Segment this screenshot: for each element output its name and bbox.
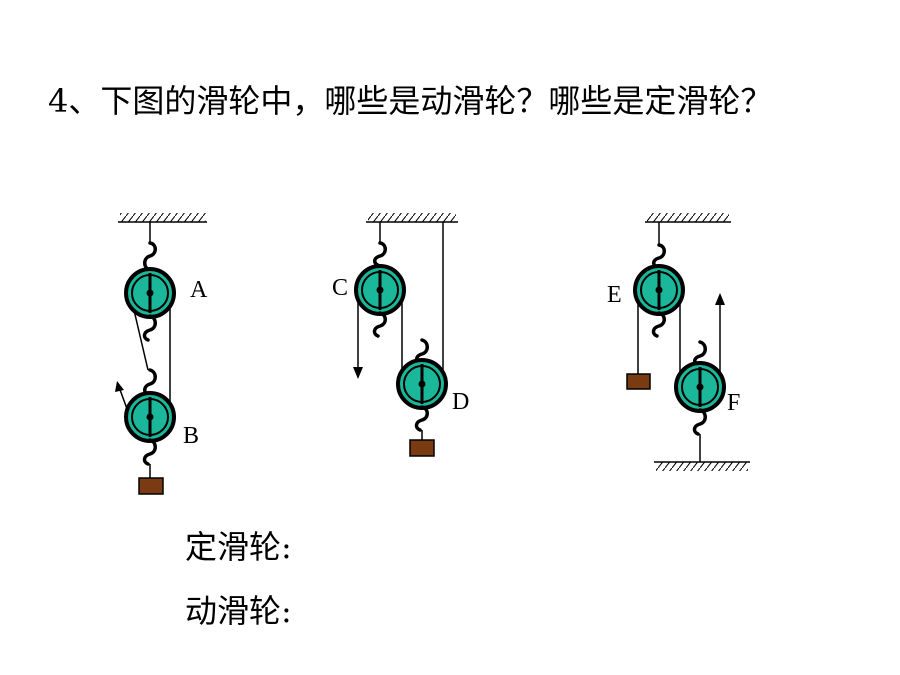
pulley-d [396,358,448,410]
hook-icon [414,405,429,432]
question-text: 4、下图的滑轮中，哪些是动滑轮？哪些是定滑轮？ [48,82,773,120]
pulley-system-ef: E F [607,213,750,471]
pulley-f [674,361,726,413]
label-a: A [190,277,208,303]
arrow-down-icon [353,367,363,379]
answer-fixed-pulley: 定滑轮: [185,528,292,566]
pulley-e [633,264,685,316]
pulley-a [124,267,176,319]
arrow-up-icon [115,381,124,392]
pulley-system-cd: C D [332,213,469,457]
label-d: D [452,389,469,415]
label-c: C [332,275,348,301]
hook-icon [373,241,387,268]
pulley-b [124,391,176,443]
label-f: F [727,390,740,416]
hook-icon [692,408,707,436]
weight-block [138,477,164,495]
hook-icon [142,314,157,398]
ceiling-support-1 [118,213,207,223]
answer-movable-pulley: 动滑轮: [185,592,292,630]
hook-icon [143,241,157,272]
pulley-c [354,264,406,316]
weight-block [409,439,435,457]
ceiling-support-3 [645,213,731,223]
label-b: B [183,423,199,449]
floor-support [654,461,750,471]
hook-icon [142,438,157,466]
hook-icon [372,311,429,366]
arrow-up-icon [715,293,725,305]
pulley-system-ab: A B [115,213,208,495]
label-e: E [607,282,622,308]
weight-block [626,373,651,390]
ceiling-support-2 [366,213,458,223]
